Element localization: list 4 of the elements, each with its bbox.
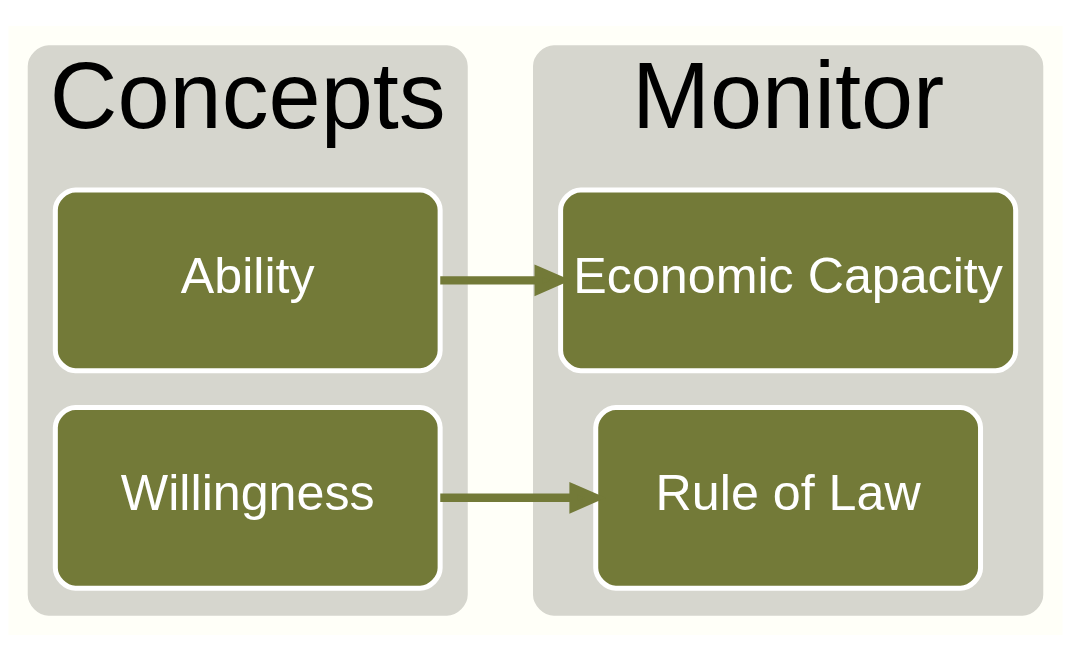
node-box: Rule of Law (593, 404, 984, 591)
node-box: Ability (52, 186, 443, 373)
node-box: Willingness (52, 404, 443, 591)
node-box: Economic Capacity (558, 186, 1019, 373)
